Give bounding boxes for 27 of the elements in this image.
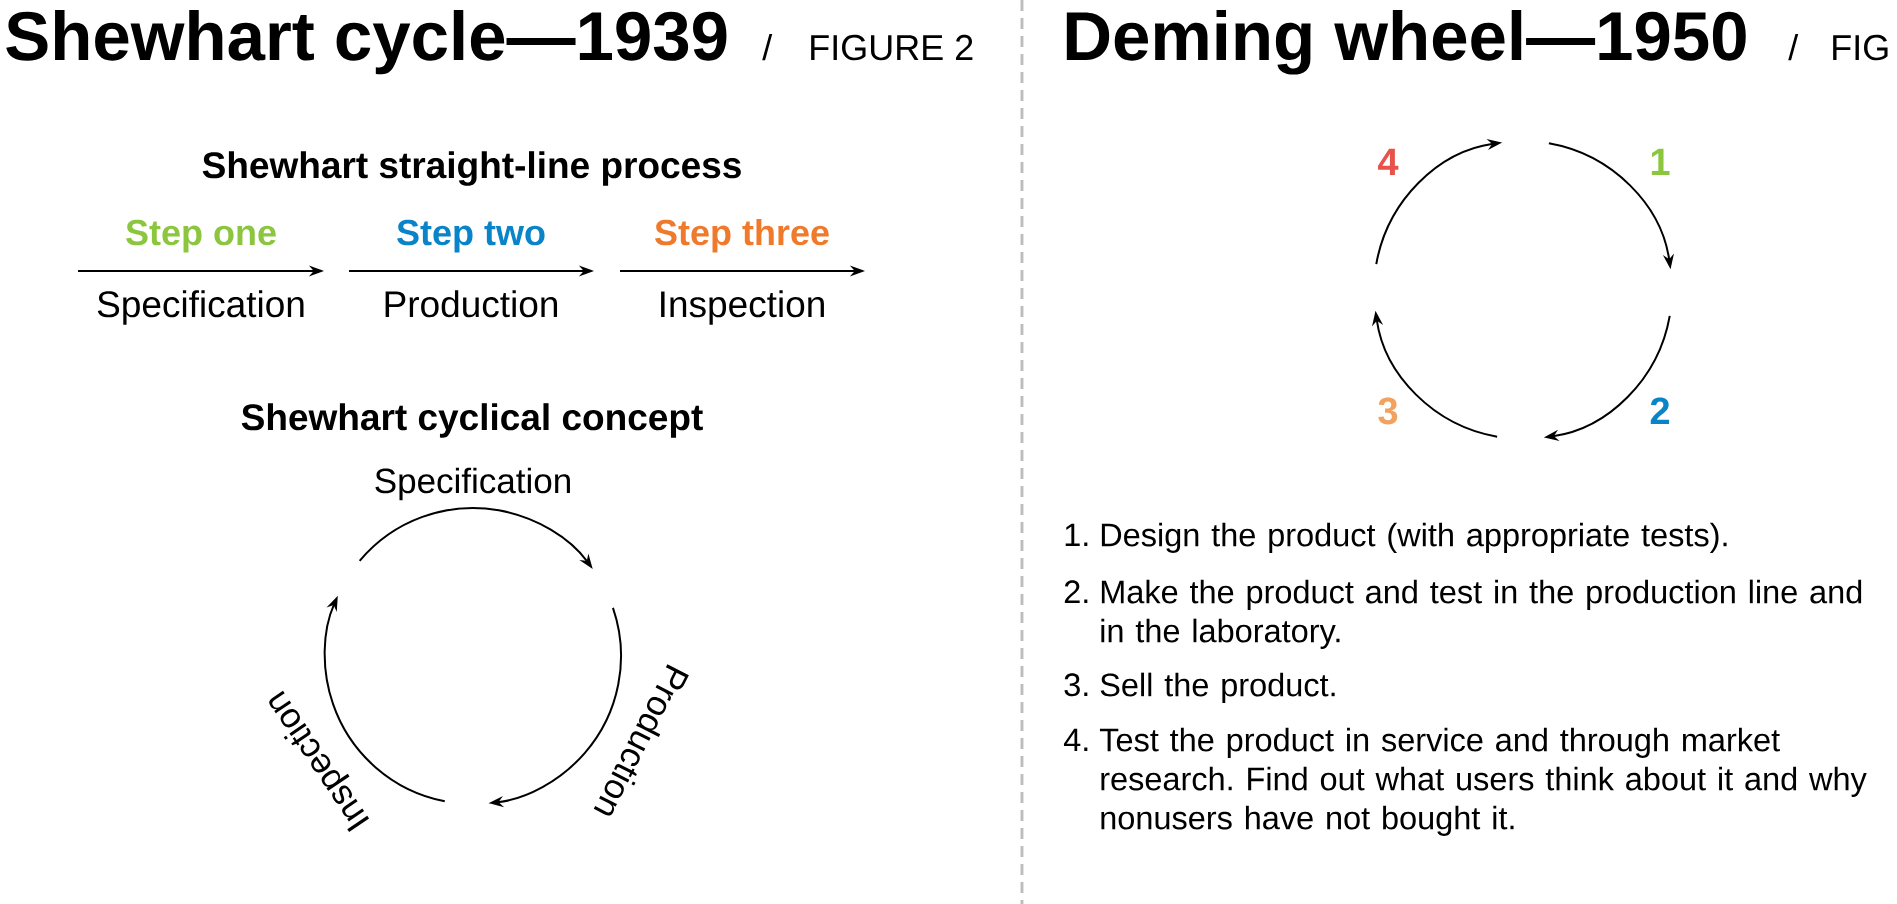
step-text: Inspection <box>661 290 824 325</box>
subheading: Shewhart cyclical concept <box>241 403 703 438</box>
step-label: Step two <box>397 219 545 253</box>
step-label: Step three <box>655 218 829 253</box>
step-number: 3 <box>1378 397 1398 425</box>
step-number: 4 <box>1378 148 1399 175</box>
heading: Shewhart cycle—1939 <box>6 10 727 75</box>
figure-label: FIGURE 2 <box>811 34 973 61</box>
slash: / <box>762 33 773 61</box>
step-number: 2 <box>1650 397 1670 424</box>
list-number: 3. <box>1064 673 1088 697</box>
list-item: Test the product in service and through market research. Find out what users think about it and why nonusers have not bought it. <box>1099 727 1867 836</box>
subheading: Shewhart straight-line process <box>202 151 741 186</box>
figure-label: FIG <box>1833 34 1888 61</box>
step-label: Step one <box>126 219 276 253</box>
list-number: 2. <box>1064 580 1088 603</box>
step-number: 1 <box>1651 148 1670 175</box>
slash: / <box>1788 33 1799 61</box>
list-item: Make the product and test in the production line and in the laboratory. <box>1101 579 1862 649</box>
arc-label: Specification <box>375 467 570 501</box>
list-item: Sell the product. <box>1100 672 1335 703</box>
list-number: 1. <box>1065 523 1088 546</box>
list-item: Design the product (with appropriate tests). <box>1101 522 1727 553</box>
step-text: Production <box>385 290 558 318</box>
heading: Deming wheel—1950 <box>1066 10 1746 75</box>
step-text: Specification <box>97 290 304 325</box>
list-number: 4. <box>1063 728 1088 751</box>
